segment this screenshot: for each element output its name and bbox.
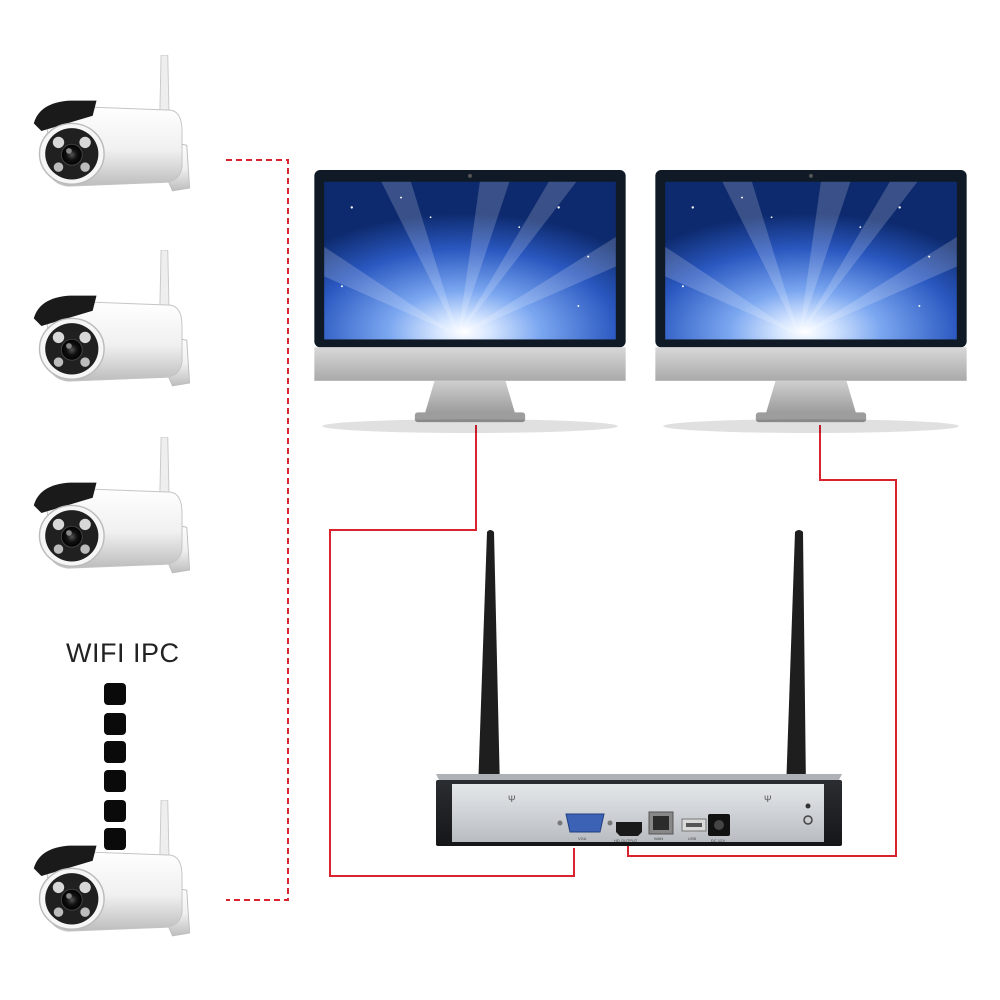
monitor-right-to-recorder-hdmi-line — [627, 425, 897, 857]
svg-text:Ψ: Ψ — [508, 794, 516, 804]
wifi-camera-3 — [33, 437, 191, 574]
monitor-left-to-recorder-vga-line — [329, 425, 575, 877]
vga-port — [557, 813, 613, 833]
port-label-dc: DC 12V — [711, 838, 725, 843]
port-label-hd-output: HD OUTPUT — [614, 838, 638, 843]
wifi-ipc-caption: WIFI IPC — [66, 638, 180, 668]
antenna-left — [478, 530, 500, 790]
port-label-vga: VGA — [578, 836, 587, 841]
port-labels: VGA HD OUTPUT WAN USB DC 12V — [578, 836, 725, 843]
more-cameras-ellipsis — [104, 683, 126, 850]
port-label-usb: USB — [688, 836, 697, 841]
antenna-right — [786, 530, 806, 790]
monitor-left — [314, 169, 626, 434]
connector-lines — [226, 159, 897, 901]
port-label-wan: WAN — [654, 836, 663, 841]
nvr-recorder: Ψ Ψ — [436, 530, 842, 846]
wifi-camera-1 — [33, 55, 191, 192]
hdmi-port — [616, 822, 642, 836]
camera-bus-line — [226, 159, 289, 901]
wifi-camera-2 — [33, 250, 191, 387]
monitor-right — [655, 169, 967, 434]
svg-text:Ψ: Ψ — [764, 794, 772, 804]
